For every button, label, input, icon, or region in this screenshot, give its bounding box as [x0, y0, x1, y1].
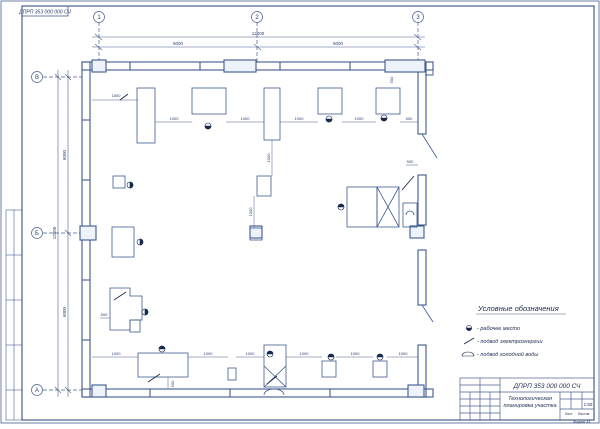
title-block-code: ДПРП 353 000 000 СЧ [513, 383, 581, 390]
dim-left-lower: 6000 [62, 306, 67, 317]
axis-label-row-a: А [35, 388, 39, 394]
dim-mid-c: 500 [407, 159, 414, 164]
legend: Условные обозначения - рабочее место - п… [461, 304, 566, 358]
dim-left-mid: 500 [101, 312, 108, 317]
axis-label-row-v: В [35, 75, 39, 81]
title-block-sheet: Лист [565, 412, 573, 416]
legend-item-power-supply: - подвод электроэнергии [477, 339, 543, 345]
axis-label-col-3: 3 [416, 15, 420, 21]
stamp-code-text: ДПРП 353 000 000 СЧ [18, 10, 71, 16]
title-block-sheets: Листов [578, 412, 590, 416]
dim-bot-a: 1000 [112, 351, 122, 356]
dim-row-top-d: 1000 [295, 116, 305, 121]
work-place-symbol-icon [466, 325, 472, 331]
legend-item-cold-water: - подвод холодной воды [477, 351, 538, 358]
dim-bot-e: 1000 [351, 351, 361, 356]
dim-bot-b: 1000 [204, 351, 214, 356]
dim-left-total: 12000 [52, 226, 57, 239]
legend-item-work-place: - рабочее место [477, 326, 520, 332]
left-binding-strip [5, 209, 23, 421]
dim-bot-c: 1000 [246, 351, 256, 356]
title-block-name-line1: Технологическая [508, 396, 552, 402]
dim-row-top-e: 1000 [355, 116, 365, 121]
dim-bot-g: 500 [170, 380, 175, 387]
dim-top-left: 6000 [173, 41, 184, 46]
equipment-top-row [109, 87, 418, 396]
dim-top-right: 6000 [333, 41, 344, 46]
cold-water-symbol-icon [461, 351, 475, 357]
title-block [459, 377, 595, 421]
legend-title: Условные обозначения [477, 304, 559, 313]
axis-label-col-1: 1 [97, 15, 101, 21]
dim-mid-b: 1000 [248, 207, 253, 217]
dim-bot-f: 1000 [399, 351, 409, 356]
dim-row-top-b: 1000 [170, 116, 180, 121]
row-axes [31, 71, 82, 396]
title-block-name-line2: планировка участка [503, 403, 556, 409]
axis-label-row-b: Б [35, 231, 39, 237]
power-supply-symbol-icon [463, 337, 475, 345]
internal-dimension-lines [92, 99, 418, 389]
dim-left-upper: 6000 [62, 149, 67, 160]
column-axes [93, 11, 424, 62]
work-place-markers [126, 114, 388, 361]
dim-bot-d: 1000 [300, 351, 310, 356]
corner-extension [425, 61, 434, 76]
dim-row-top-f: 500 [406, 116, 413, 121]
dim-row-top-a: 1800 [112, 93, 122, 98]
title-block-format: Формат А1 [573, 420, 591, 424]
dim-row-top-g: 500 [389, 76, 394, 83]
axis-label-col-2: 2 [255, 15, 259, 21]
dim-top-total: 12000 [252, 31, 265, 36]
doors [421, 133, 438, 323]
left-dimension-lines [54, 70, 72, 397]
top-dimension-lines [92, 33, 425, 51]
stamp-code-box: ДПРП 353 000 000 СЧ [18, 5, 71, 17]
title-block-scale: 1:50 [584, 402, 593, 407]
dim-row-top-c: 1000 [241, 116, 251, 121]
power-supply-markers [113, 93, 415, 385]
dim-mid-a: 1000 [266, 153, 271, 163]
